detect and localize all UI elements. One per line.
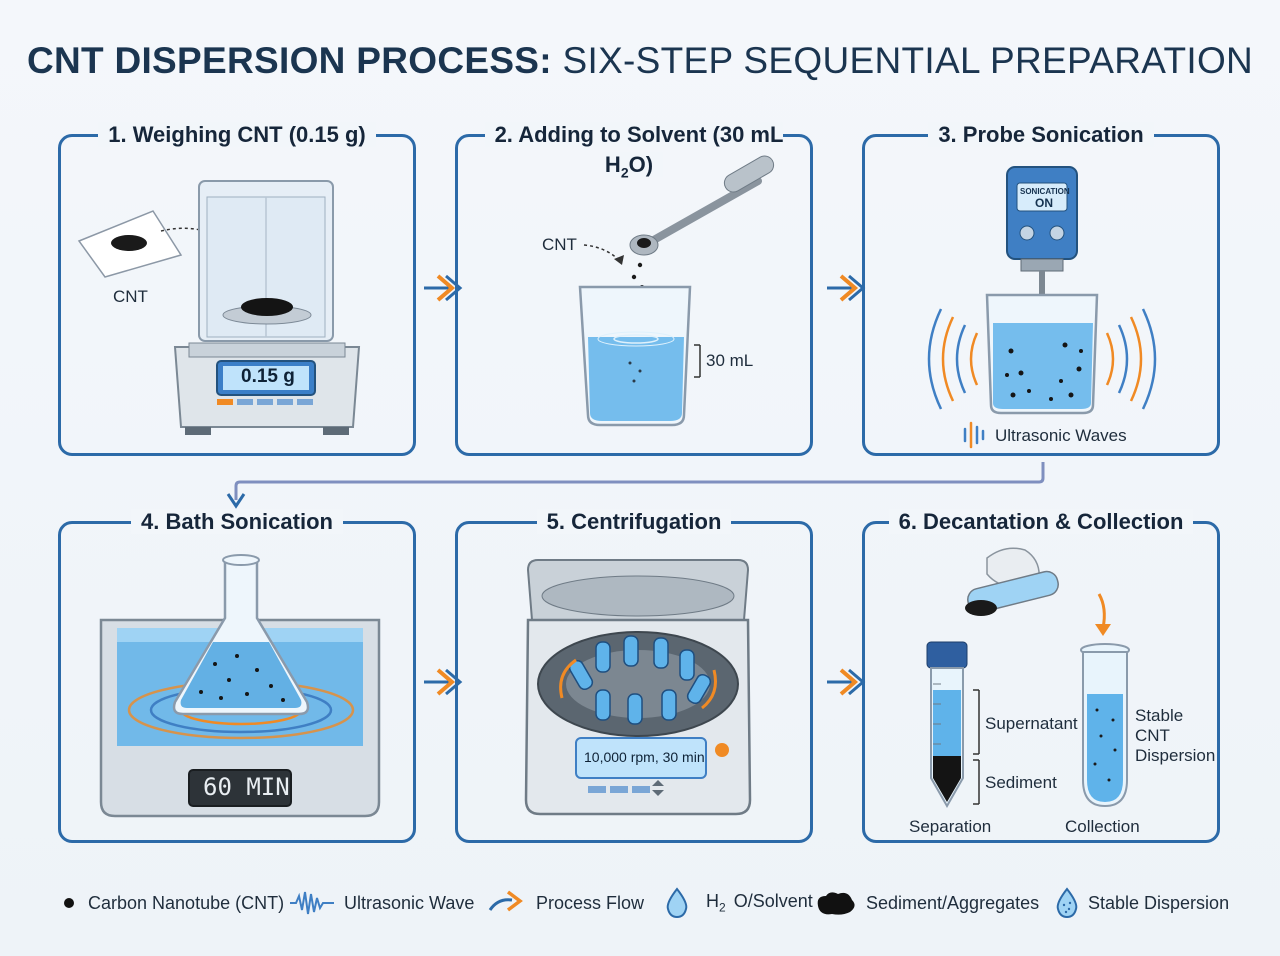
ultrasonic-wave-icon — [290, 891, 334, 915]
water-drop-icon — [666, 887, 688, 919]
ultrasonic-waves-label: Ultrasonic Waves — [995, 426, 1127, 445]
sonication-on-label: ON — [1035, 196, 1053, 210]
process-flow-arrow-4 — [827, 668, 866, 696]
beaker-illustration — [578, 155, 775, 427]
step-2-panel: 2. Adding to Solvent (30 mL H2O) CNT 30 … — [455, 122, 813, 456]
sediment-icon — [817, 892, 855, 915]
legend-item-cnt: Carbon Nanotube (CNT) — [58, 885, 284, 921]
page-title: CNT DISPERSION PROCESS: SIX-STEP SEQUENT… — [0, 40, 1280, 82]
balance-display-value: 0.15 g — [241, 366, 295, 387]
step-6-panel: 6. Decantation & Collection Supernatant — [862, 509, 1220, 843]
legend: Carbon Nanotube (CNT) Ultrasonic Wave Pr… — [0, 885, 1280, 925]
title-light: SIX-STEP SEQUENTIAL PREPARATION — [562, 40, 1254, 81]
step-1-title: 1. Weighing CNT (0.15 g) — [98, 122, 376, 147]
centrifuge-illustration — [524, 559, 752, 816]
probe-sonicator-illustration — [927, 166, 1157, 449]
legend-label-cnt: Carbon Nanotube (CNT) — [88, 892, 285, 913]
legend-item-dispersion: Stable Dispersion — [1054, 885, 1229, 921]
sediment-label: Sediment — [985, 773, 1057, 792]
step-4-panel: 4. Bath Sonication 60 MIN — [58, 509, 416, 843]
legend-item-ultrasonic: Ultrasonic Wave — [288, 885, 474, 921]
bath-timer-display: 60 MIN — [203, 773, 290, 801]
legend-label-flow: Process Flow — [536, 892, 645, 913]
legend-label-sediment: Sediment/Aggregates — [866, 892, 1040, 913]
step-2-title-end: O) — [628, 152, 654, 177]
supernatant-label: Supernatant — [985, 714, 1078, 733]
process-flow-arrow-icon — [488, 890, 523, 912]
legend-label-solvent-main: H — [706, 891, 719, 912]
step-5-panel: 5. Centrifugation 10,000 rpm, — [455, 509, 813, 843]
legend-item-flow: Process Flow — [488, 885, 644, 921]
dispersion-drop-icon — [1056, 887, 1078, 919]
process-flow-arrow-1 — [424, 274, 463, 302]
step-1-cnt-label: CNT — [113, 287, 148, 306]
process-flow-arrow-2 — [827, 274, 866, 302]
legend-label-ultrasonic: Ultrasonic Wave — [344, 892, 475, 913]
sonication-label: SONICATION — [1020, 187, 1070, 196]
decantation-illustration — [926, 547, 1130, 809]
bath-sonicator-illustration — [99, 554, 381, 818]
legend-label-solvent-end: O/Solvent — [733, 891, 813, 912]
step-3-title: 3. Probe Sonication — [928, 122, 1154, 147]
process-flow-arrow-3 — [424, 668, 463, 696]
step-5-title: 5. Centrifugation — [536, 509, 732, 534]
volume-label: 30 mL — [706, 351, 754, 370]
step-2-cnt-label: CNT — [542, 235, 577, 254]
centrifuge-display: 10,000 rpm, 30 min — [584, 749, 705, 765]
step-6-title: 6. Decantation & Collection — [888, 509, 1194, 534]
stable-label-2: CNT — [1135, 726, 1170, 745]
collection-label: Collection — [1065, 817, 1140, 836]
stable-label-1: Stable — [1135, 706, 1184, 725]
step-1-panel: 1. Weighing CNT (0.15 g) CNT 0.15 g — [58, 122, 416, 456]
legend-label-solvent: H2 O/Solvent — [698, 891, 813, 915]
analytical-balance-illustration — [77, 180, 361, 435]
cnt-dot-icon — [64, 898, 74, 908]
legend-label-solvent-sub: 2 — [719, 900, 726, 915]
step-4-title: 4. Bath Sonication — [131, 509, 343, 534]
step-2-title-sub: 2 — [620, 164, 629, 181]
legend-item-solvent: H2 O/Solvent — [664, 885, 813, 921]
step-3-panel: 3. Probe Sonication — [862, 122, 1220, 456]
legend-item-sediment: Sediment/Aggregates — [814, 885, 1039, 921]
separation-label: Separation — [909, 817, 992, 836]
title-bold: CNT DISPERSION PROCESS: — [26, 40, 552, 81]
stable-label-3: Dispersion — [1135, 746, 1216, 765]
legend-label-dispersion: Stable Dispersion — [1088, 892, 1230, 913]
